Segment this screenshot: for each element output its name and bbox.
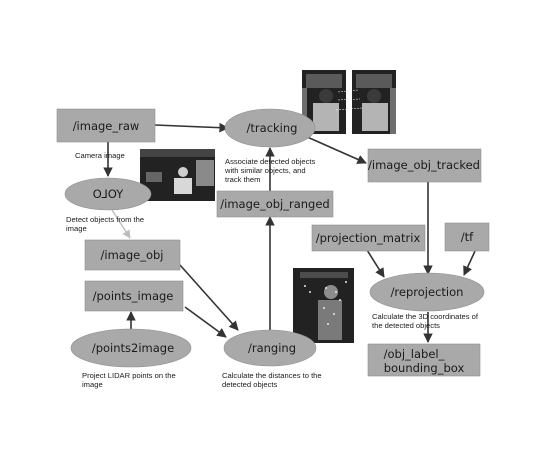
node-tracking[interactable]: /tracking <box>224 108 316 148</box>
node-tracking-label: /tracking <box>247 121 298 135</box>
note-distances-line1: Calculate the distances to the <box>222 371 322 380</box>
node-obj-label-bounding-box[interactable]: /obj_label_ bounding_box <box>367 343 481 377</box>
node-tf-label: /tf <box>461 230 474 244</box>
edge-yolo-to-image-obj <box>111 209 131 239</box>
note-associate-line2: with similar objects, and <box>224 166 306 175</box>
lidar-photo <box>293 268 354 343</box>
note-detect-line1: Detect objects from the <box>66 215 144 224</box>
node-image-obj-label: /image_obj <box>101 248 164 262</box>
node-image-obj-tracked[interactable]: /image_obj_tracked <box>367 148 482 183</box>
note-project-line1: Project LIDAR points on the <box>82 371 176 380</box>
note-calc3d-line2: the detected objects <box>372 321 440 330</box>
edges <box>103 122 476 343</box>
tracking-photo-right <box>352 70 396 134</box>
edge-image-raw-to-tracking <box>154 122 229 133</box>
note-associate-line3: track them <box>225 175 260 184</box>
edge-points-image-to-ranging <box>184 306 227 338</box>
edge-projection-matrix-to-reprojection <box>366 249 385 278</box>
node-yolo[interactable]: YOLO <box>64 177 152 211</box>
node-projection-matrix-label: /projection_matrix <box>316 231 421 245</box>
note-distances-line2: detected objects <box>222 380 278 389</box>
note-project-line2: image <box>82 380 103 389</box>
edge-image-obj-to-ranging <box>179 264 239 331</box>
node-image-obj-ranged[interactable]: /image_obj_ranged <box>216 190 334 218</box>
note-camera-image: Camera image <box>75 151 125 160</box>
node-points-image[interactable]: /points_image <box>84 280 184 312</box>
node-ranging-label: /ranging <box>248 341 296 355</box>
node-points2image[interactable]: /points2image <box>70 328 192 368</box>
node-reprojection-label: /reprojection <box>391 285 464 299</box>
camera-photo <box>140 149 215 201</box>
node-image-obj-ranged-label: /image_obj_ranged <box>220 197 329 211</box>
note-calc3d-line1: Calculate the 3D coordinates of <box>372 312 479 321</box>
node-tf[interactable]: /tf <box>444 222 490 252</box>
node-reprojection[interactable]: /reprojection <box>369 272 485 312</box>
node-points2image-label: /points2image <box>92 341 174 355</box>
node-obj-label-line2: bounding_box <box>384 361 465 375</box>
node-image-raw-label: /image_raw <box>73 119 140 133</box>
node-image-raw[interactable]: /image_raw <box>56 108 156 143</box>
node-image-obj-tracked-label: /image_obj_tracked <box>368 158 480 172</box>
node-image-obj[interactable]: /image_obj <box>84 239 181 271</box>
note-associate-line1: Associate detected objects <box>225 157 316 166</box>
tracking-match-lines <box>335 89 363 111</box>
node-points-image-label: /points_image <box>93 289 174 303</box>
edge-tf-to-reprojection <box>463 250 476 276</box>
node-obj-label-line1: /obj_label_ <box>384 347 445 361</box>
node-ranging[interactable]: /ranging <box>223 329 317 367</box>
node-yolo-label: YOLO <box>93 187 125 201</box>
node-projection-matrix[interactable]: /projection_matrix <box>311 224 426 252</box>
note-detect-line2: image <box>66 224 87 233</box>
edge-tracking-to-image-obj-tracked <box>304 135 367 164</box>
